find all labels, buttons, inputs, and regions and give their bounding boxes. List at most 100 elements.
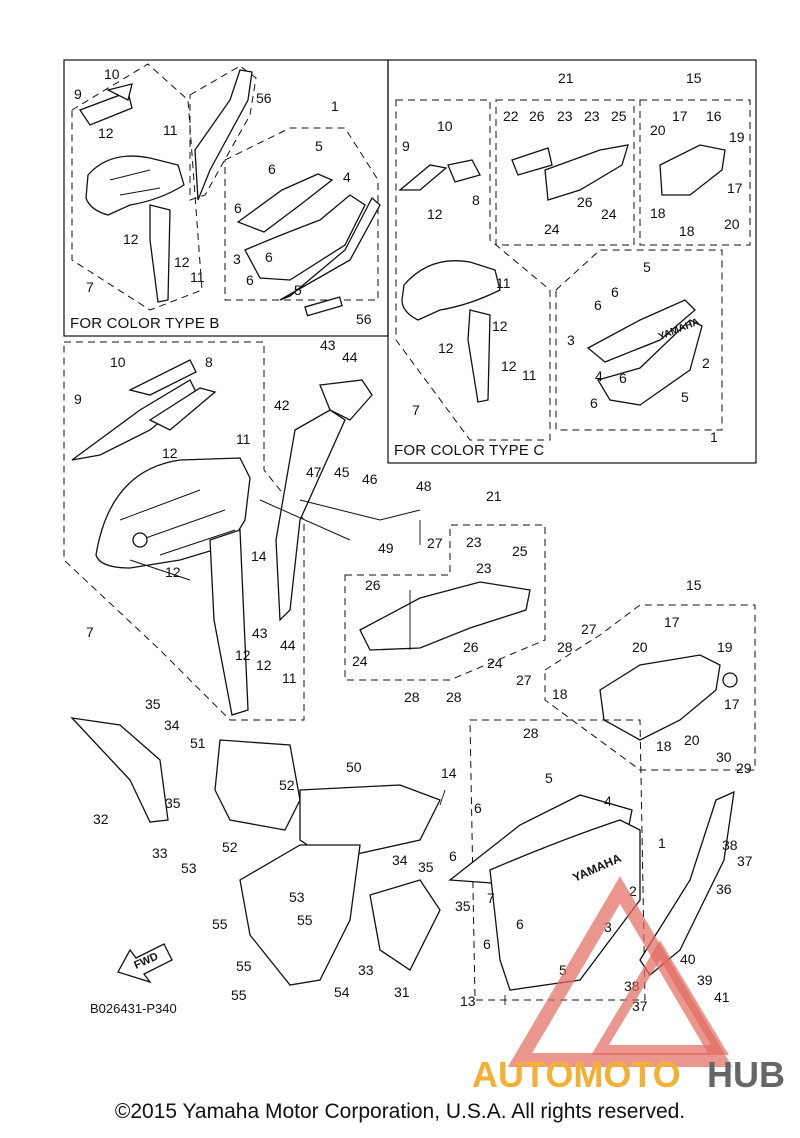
callout-12-c4: 12 — [501, 358, 517, 374]
callout-41: 41 — [714, 989, 730, 1005]
callout-54: 54 — [334, 984, 350, 1000]
box-b-parts — [71, 63, 381, 317]
callout-18: 18 — [552, 686, 568, 702]
callout-34-b: 34 — [392, 852, 408, 868]
callout-47: 47 — [306, 464, 322, 480]
copyright-notice: ©2015 Yamaha Motor Corporation, U.S.A. A… — [114, 1100, 686, 1123]
upper-cowl-b — [85, 155, 185, 216]
callout-53-b: 53 — [289, 889, 305, 905]
stay-42-top — [319, 379, 373, 421]
decal-8-c — [447, 159, 481, 183]
air-duct-15 — [599, 654, 721, 741]
stay-42 — [275, 409, 346, 622]
callout-44-b: 44 — [342, 349, 358, 365]
callout-26: 26 — [365, 577, 381, 593]
callout-12-b: 12 — [165, 564, 181, 580]
callout-6-c3: 6 — [619, 370, 627, 386]
fwd-arrow: FWD — [117, 943, 173, 984]
callout-25-c: 25 — [611, 108, 627, 124]
callout-6-c4: 6 — [590, 395, 598, 411]
callout-24-b: 24 — [487, 655, 503, 671]
callout-27: 27 — [427, 535, 443, 551]
callout-20: 20 — [632, 639, 648, 655]
callout-37: 37 — [737, 853, 753, 869]
callout-12: 12 — [162, 445, 178, 461]
callout-21: 21 — [486, 488, 502, 504]
under-cowl-32 — [70, 717, 169, 823]
callout-17-c: 17 — [672, 108, 688, 124]
callout-5-b: 5 — [315, 138, 323, 154]
callout-25: 25 — [512, 543, 528, 559]
callout-6-b2: 6 — [234, 200, 242, 216]
callout-38: 38 — [722, 837, 738, 853]
callout-35-b: 35 — [165, 795, 181, 811]
callout-35-c: 35 — [418, 859, 434, 875]
callout-23-b: 23 — [476, 560, 492, 576]
callout-12-b2: 12 — [123, 231, 139, 247]
callouts-main: 10 8 9 12 11 12 7 14 43 44 12 12 11 43 4… — [74, 337, 753, 1014]
callout-27-c: 27 — [581, 621, 597, 637]
callout-11-b: 11 — [282, 670, 297, 686]
callout-35-d: 35 — [455, 898, 471, 914]
callout-32: 32 — [93, 811, 109, 827]
callout-10: 10 — [110, 354, 126, 370]
callout-11-c: 11 — [496, 275, 511, 291]
callout-3-b: 3 — [233, 251, 241, 267]
callout-7-c: 7 — [412, 402, 420, 418]
callout-5-c2: 5 — [681, 389, 689, 405]
callout-12-c: 12 — [427, 206, 443, 222]
callout-11-c2: 11 — [522, 367, 537, 383]
callout-2: 2 — [629, 883, 637, 899]
callout-18-c2: 18 — [679, 223, 695, 239]
callout-40: 40 — [680, 951, 696, 967]
bracket-51 — [214, 739, 301, 831]
side-panel-2-b — [244, 194, 366, 281]
under-cowl-54 — [239, 844, 361, 986]
callout-11: 11 — [236, 431, 251, 447]
callout-36: 36 — [716, 881, 732, 897]
callouts-b: 10 9 12 11 12 12 11 7 56 1 5 4 6 6 3 6 6… — [74, 66, 372, 327]
color-type-b-label: FOR COLOR TYPE B — [70, 315, 220, 332]
callout-12-c2: 12 — [492, 318, 508, 334]
side-panel-4-c — [586, 299, 696, 363]
callout-52-b: 52 — [222, 839, 238, 855]
callout-3: 3 — [604, 919, 612, 935]
callout-7: 7 — [86, 624, 94, 640]
callout-28-b: 28 — [446, 689, 462, 705]
callout-43-b: 43 — [320, 337, 336, 353]
callout-34: 34 — [164, 717, 180, 733]
callout-27-b: 27 — [516, 672, 532, 688]
callout-33-b: 33 — [358, 962, 374, 978]
callout-53: 53 — [181, 860, 197, 876]
callout-6-d: 6 — [483, 936, 491, 952]
callout-49: 49 — [378, 540, 394, 556]
callout-29: 29 — [736, 760, 752, 776]
callout-17-b: 17 — [724, 696, 740, 712]
side-panel-2 — [489, 819, 641, 991]
callout-56-b: 56 — [256, 90, 272, 106]
callout-5-b2: 5 — [294, 282, 302, 298]
bracket-22-c — [511, 147, 553, 176]
bracket-50 — [299, 784, 441, 861]
callout-3-c: 3 — [567, 332, 575, 348]
diagram-code: B026431-P340 — [90, 1001, 177, 1016]
watermark-text-left: AUTOMOTO — [472, 1054, 681, 1095]
callout-6-b: 6 — [268, 161, 276, 177]
callout-35: 35 — [145, 696, 161, 712]
callout-46: 46 — [362, 471, 378, 487]
callout-8-c: 8 — [472, 192, 480, 208]
callout-15: 15 — [686, 577, 702, 593]
callout-50: 50 — [346, 759, 362, 775]
callout-10-b: 10 — [104, 66, 120, 82]
callout-11-b: 11 — [163, 122, 178, 138]
callout-18-b: 18 — [656, 738, 672, 754]
callout-19-c: 19 — [729, 129, 745, 145]
under-cowl-31 — [369, 879, 441, 971]
callout-8: 8 — [205, 354, 213, 370]
callout-12-c3: 12 — [438, 340, 454, 356]
callout-12-d: 12 — [256, 657, 272, 673]
callout-30: 30 — [716, 749, 732, 765]
callout-44: 44 — [280, 637, 296, 653]
callout-2-c: 2 — [702, 355, 710, 371]
callout-33: 33 — [152, 845, 168, 861]
